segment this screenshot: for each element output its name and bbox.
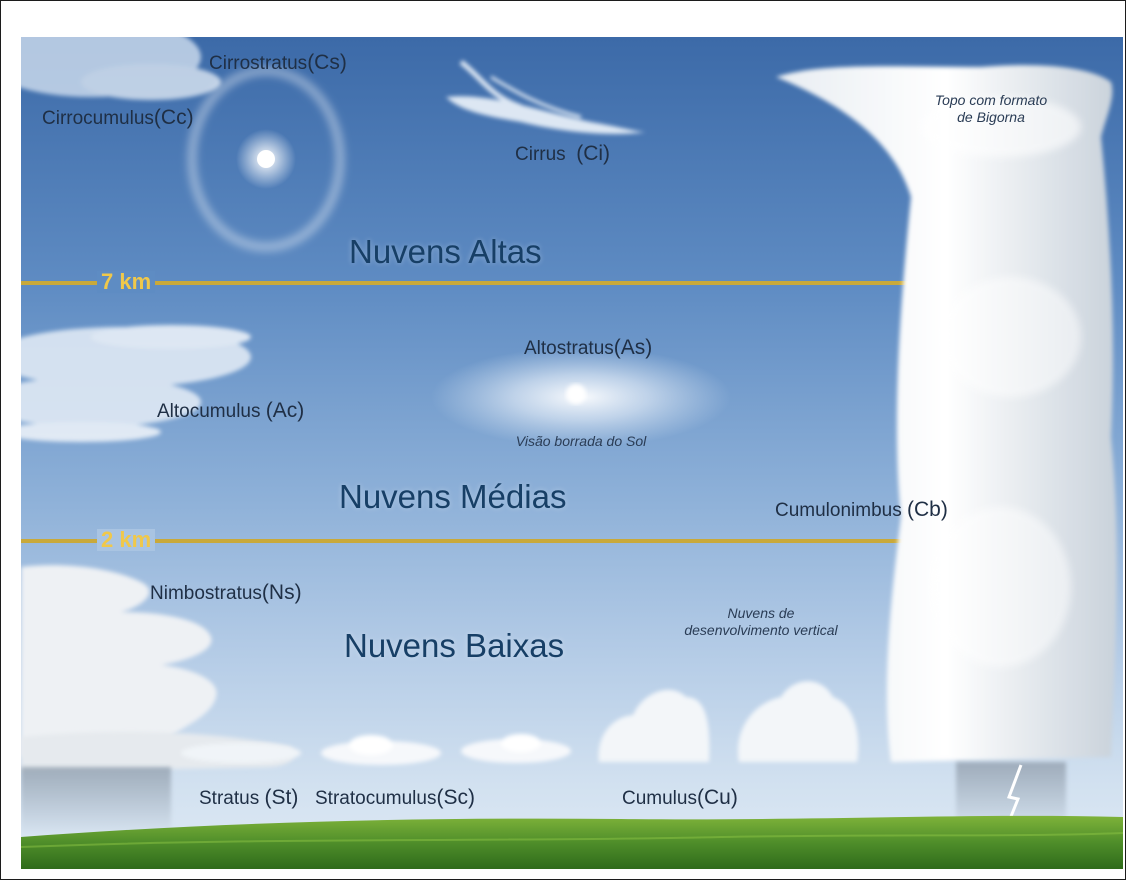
note-vertical-line1: Nuvens de xyxy=(727,605,795,621)
note-blurred-sun: Visão borrada do Sol xyxy=(515,433,647,449)
label-cirrus: Cirrus (Ci) xyxy=(515,143,610,164)
label-cirrus-name: Cirrus xyxy=(515,144,566,165)
altitude-label-2km: 2 km xyxy=(97,529,156,551)
label-cumulonimbus: Cumulonimbus (Cb) xyxy=(775,499,948,520)
sun-halo xyxy=(187,66,345,252)
label-cirrostratus-abbr: (Cs) xyxy=(307,51,347,74)
label-stratus-name: Stratus xyxy=(199,788,260,809)
label-cumulus-abbr: (Cu) xyxy=(696,786,738,809)
label-nimbostratus-name: Nimbostratus xyxy=(150,583,262,604)
altitude-label-7km: 7 km xyxy=(97,271,156,293)
stratocumulus-cloud xyxy=(321,734,571,765)
label-stratocumulus: Stratocumulus(Sc) xyxy=(315,787,475,808)
label-cirrocumulus: Cirrocumulus(Cc) xyxy=(42,107,194,128)
illustration xyxy=(21,37,1123,869)
label-cumulonimbus-name: Cumulonimbus xyxy=(775,500,902,521)
label-stratus: Stratus (St) xyxy=(199,787,298,808)
label-stratocumulus-name: Stratocumulus xyxy=(315,788,437,809)
cirrus-cloud xyxy=(446,60,646,134)
label-altostratus: Altostratus(As) xyxy=(524,337,652,358)
altostratus-cloud xyxy=(431,347,731,447)
label-cirrus-abbr: (Ci) xyxy=(576,142,611,165)
label-cirrostratus-name: Cirrostratus xyxy=(209,53,308,74)
label-cumulonimbus-abbr: (Cb) xyxy=(907,498,948,521)
label-nimbostratus-abbr: (Ns) xyxy=(261,581,302,604)
zone-title-low: Nuvens Baixas xyxy=(344,627,565,664)
note-anvil-line1: Topo com formato xyxy=(934,92,1048,108)
cirrocumulus-cloud xyxy=(21,37,221,100)
label-cumulus-name: Cumulus xyxy=(622,788,697,809)
label-altocumulus: Altocumulus (Ac) xyxy=(157,400,304,421)
label-stratocumulus-abbr: (Sc) xyxy=(436,786,475,809)
label-altocumulus-name: Altocumulus xyxy=(157,401,261,422)
cumulus-cloud xyxy=(598,681,859,762)
label-altostratus-name: Altostratus xyxy=(524,338,614,359)
label-cirrocumulus-abbr: (Cc) xyxy=(153,106,194,129)
label-cirrostratus: Cirrostratus(Cs) xyxy=(209,52,347,73)
note-vertical-line2: desenvolvimento vertical xyxy=(684,621,838,638)
label-stratus-abbr: (St) xyxy=(264,786,299,809)
zone-title-high: Nuvens Altas xyxy=(349,233,542,270)
cumulonimbus-cloud xyxy=(776,65,1117,832)
label-cirrocumulus-name: Cirrocumulus xyxy=(42,108,154,129)
zone-title-middle: Nuvens Médias xyxy=(339,478,567,515)
altocumulus-cloud xyxy=(21,325,251,442)
grass-ground xyxy=(21,815,1123,869)
note-vertical-development: Nuvens de desenvolvimento vertical xyxy=(651,605,871,639)
note-anvil-top: Topo com formato de Bigorna xyxy=(921,92,1061,126)
label-altocumulus-abbr: (Ac) xyxy=(265,399,305,422)
cloud-types-diagram: 7 km 2 km Nuvens Altas Nuvens Médias Nuv… xyxy=(21,37,1123,869)
note-anvil-line2: de Bigorna xyxy=(957,108,1025,125)
stratus-cloud xyxy=(181,743,301,763)
label-nimbostratus: Nimbostratus(Ns) xyxy=(150,582,302,603)
label-altostratus-abbr: (As) xyxy=(613,336,653,359)
label-cumulus: Cumulus(Cu) xyxy=(622,787,738,808)
